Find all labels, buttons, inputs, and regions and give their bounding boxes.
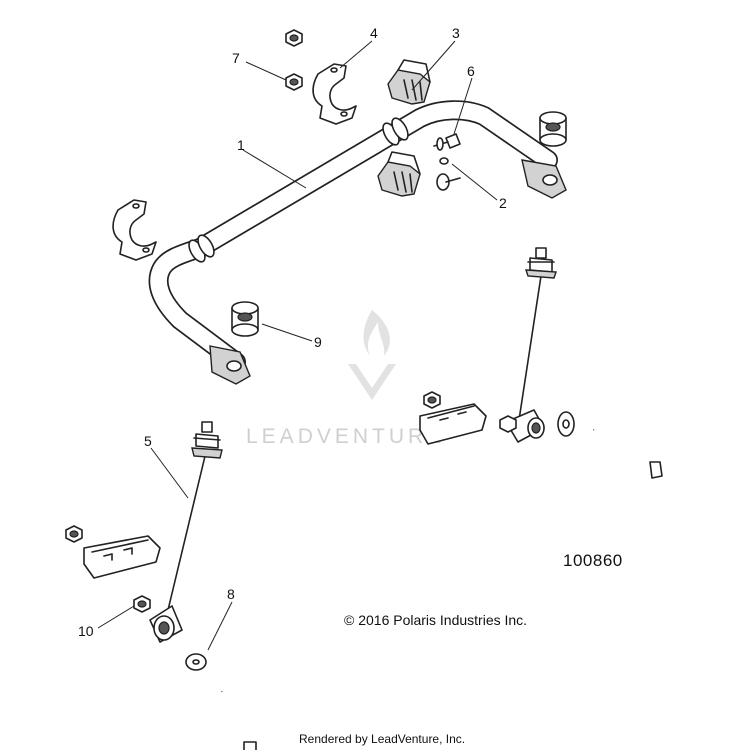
nut-link-right — [499, 415, 517, 433]
bracket-left — [83, 535, 161, 579]
nut-mid — [285, 73, 303, 91]
clamp-lower — [112, 199, 157, 261]
leader-lines — [97, 40, 498, 651]
bolt-lower — [436, 173, 461, 191]
callout-5: 5 — [144, 433, 152, 449]
nut-10 — [133, 595, 151, 613]
nut-right — [423, 391, 441, 409]
callout-3: 3 — [452, 25, 460, 41]
bushing-round-left — [231, 301, 259, 337]
bushing-lower — [377, 151, 421, 197]
nut-top — [285, 29, 303, 47]
link-rod-left — [149, 421, 223, 643]
part-number: 100860 — [563, 551, 623, 570]
stabilizer-bar — [148, 100, 567, 385]
callout-6: 6 — [467, 63, 475, 79]
callout-4: 4 — [370, 25, 378, 41]
bushing-round-right — [539, 111, 567, 147]
bracket-right — [419, 403, 487, 445]
link-rod-right — [505, 247, 557, 443]
callout-10: 10 — [78, 623, 94, 639]
callout-8: 8 — [227, 586, 235, 602]
bolt-left — [220, 691, 257, 750]
callouts: 1 2 3 4 5 6 7 8 9 10 — [78, 25, 507, 639]
bolt-right — [593, 428, 663, 479]
watermark-logo: LEADVENTURE — [246, 310, 445, 448]
bushing-upper — [387, 59, 431, 105]
nut-left — [65, 525, 83, 543]
washer-right — [557, 411, 575, 437]
callout-1: 1 — [237, 137, 245, 153]
rendered-by-text: Rendered by LeadVenture, Inc. — [299, 732, 466, 746]
bolt-upper — [433, 133, 461, 151]
callout-7: 7 — [232, 50, 240, 66]
copyright-text: © 2016 Polaris Industries Inc. — [344, 612, 528, 628]
washer-8 — [185, 653, 207, 671]
watermark-text: LEADVENTURE — [246, 425, 445, 448]
washer-small — [439, 157, 449, 165]
callout-2: 2 — [499, 195, 507, 211]
clamp-upper — [312, 63, 357, 125]
callout-9: 9 — [314, 334, 322, 350]
